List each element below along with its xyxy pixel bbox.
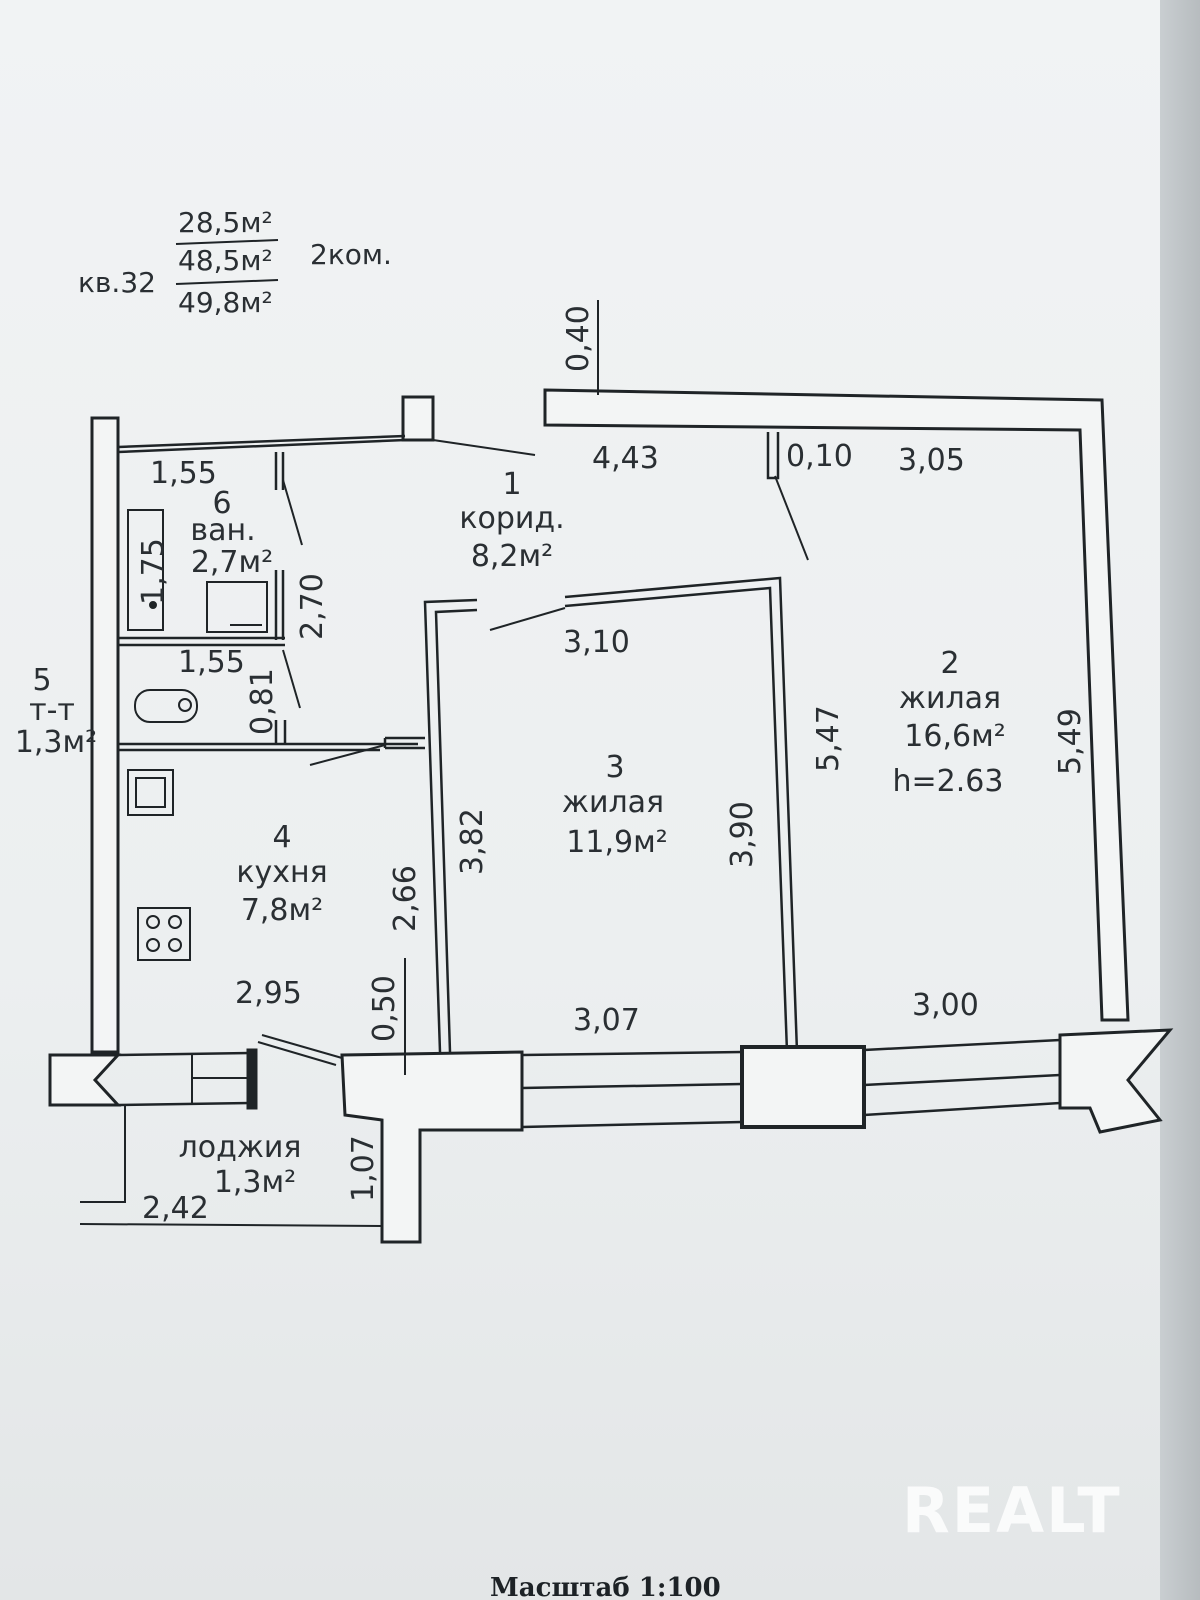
dim-107: 1,07: [346, 1135, 381, 1202]
dim-300: 3,00: [912, 988, 979, 1023]
wall-pier-1: [740, 1045, 866, 1129]
bath-sink: [206, 581, 268, 633]
room2-number: 2: [940, 646, 959, 681]
dim-050: 0,50: [367, 975, 402, 1042]
dim-081: 0,81: [245, 668, 280, 735]
corridor-name: корид.: [459, 501, 564, 536]
loggia-area: 1,3м²: [214, 1165, 296, 1200]
toilet-bowl: [134, 689, 198, 723]
kitchen-name: кухня: [236, 855, 327, 890]
kitchen-sink: [127, 769, 174, 816]
kitchen-area: 7,8м²: [241, 893, 323, 928]
toilet-number: 5: [32, 663, 51, 698]
area-living: 28,5м²: [178, 206, 273, 239]
wall-top-right: [543, 388, 1130, 1022]
room2-height: h=2.63: [893, 764, 1004, 799]
loggia-name: лоджия: [179, 1130, 302, 1165]
stove: [137, 907, 191, 961]
paper-background: [0, 0, 1160, 1600]
loggia-wall-left: [48, 1053, 122, 1107]
dim-155-mid: 1,55: [178, 645, 245, 680]
apartment-number: кв.32: [78, 266, 156, 299]
room2-name: жилая: [899, 681, 1001, 716]
bath-number: 6: [212, 486, 231, 521]
dim-270: 2,70: [295, 573, 330, 640]
dim-305: 3,05: [898, 443, 965, 478]
corridor-area: 8,2м²: [471, 539, 553, 574]
wall-bottom: [340, 1050, 524, 1244]
dim-295: 2,95: [235, 976, 302, 1011]
dim-549: 5,49: [1053, 708, 1088, 775]
dim-175: 1,75: [136, 538, 171, 605]
dim-010: 0,10: [786, 439, 853, 474]
bathtub: [127, 509, 164, 631]
dim-390: 3,90: [725, 801, 760, 868]
room3-area: 11,9м²: [566, 825, 667, 860]
dim-307: 3,07: [573, 1003, 640, 1038]
bath-name: ван.: [190, 513, 255, 548]
area-total: 48,5м²: [178, 244, 273, 277]
dim-155-top: 1,55: [150, 456, 217, 491]
toilet-name: т-т: [29, 693, 75, 728]
corridor-number: 1: [502, 467, 521, 502]
dim-382: 3,82: [455, 808, 490, 875]
realt-watermark: REALT: [902, 1474, 1122, 1547]
room2-area: 16,6м²: [904, 719, 1005, 754]
bath-area: 2,7м²: [191, 545, 273, 580]
dim-443: 4,43: [592, 441, 659, 476]
dim-040: 0,40: [561, 305, 596, 372]
kitchen-number: 4: [272, 820, 291, 855]
room3-name: жилая: [562, 785, 664, 820]
dim-242: 2,42: [142, 1191, 209, 1226]
toilet-area: 1,3м²: [15, 725, 97, 760]
wall-left: [90, 416, 120, 1054]
dim-310: 3,10: [563, 625, 630, 660]
room3-number: 3: [605, 750, 624, 785]
room-count: 2ком.: [310, 238, 392, 271]
dim-547: 5,47: [811, 705, 846, 772]
page-edge: [1160, 0, 1200, 1600]
dim-266: 2,66: [388, 865, 423, 932]
wall-corner-right: [1058, 1028, 1174, 1134]
shaft-block: [401, 395, 435, 442]
scale-label: Масштаб 1:100: [490, 1573, 721, 1600]
area-gross: 49,8м²: [178, 286, 273, 319]
